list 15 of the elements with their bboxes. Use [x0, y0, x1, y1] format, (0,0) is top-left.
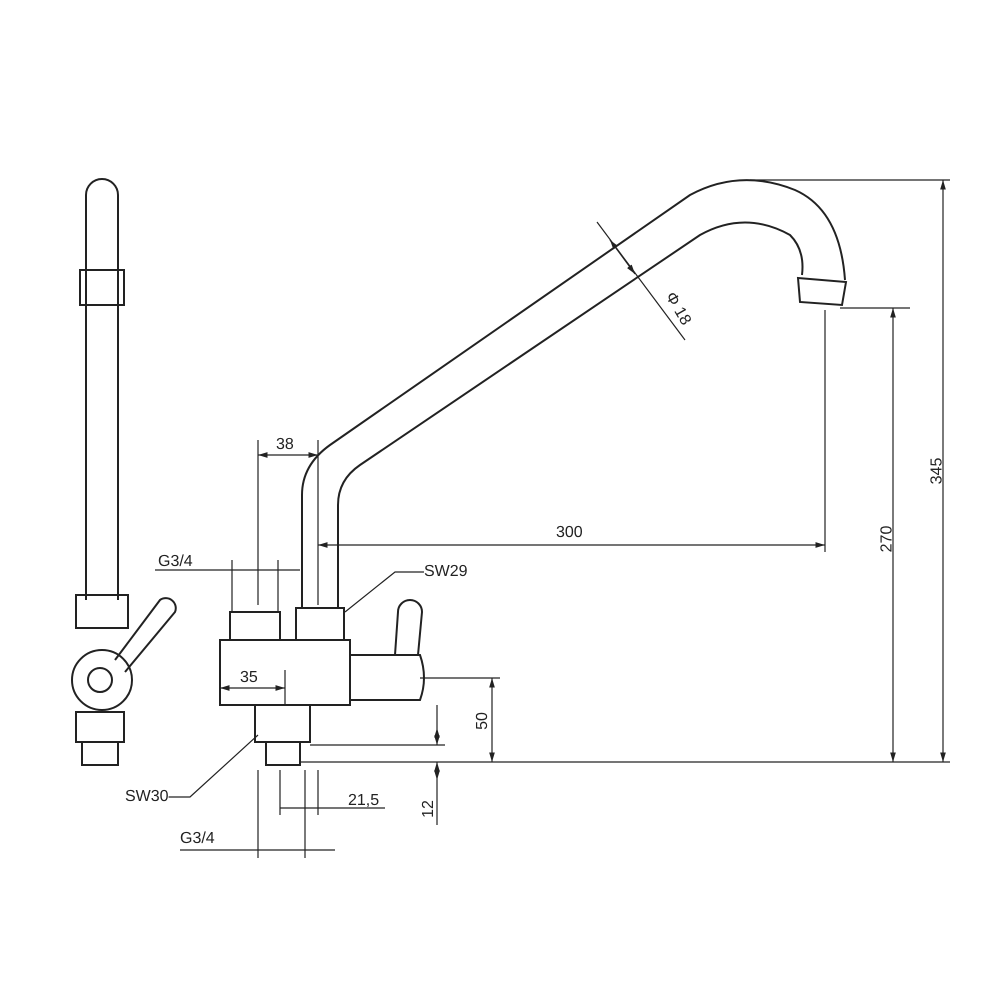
dimension-label: 300 [556, 524, 583, 542]
dimension-label: G3/4 [180, 830, 215, 848]
part-label: SW30 [125, 788, 169, 806]
dimension-label: 50 [474, 712, 492, 730]
leader-line [344, 571, 424, 612]
dimension-label: 345 [928, 458, 946, 484]
dimension-label: 12 [420, 800, 438, 818]
dimension-label: Φ 18 [660, 289, 694, 329]
dimension-label: 38 [276, 436, 294, 454]
dimension-label: G3/4 [158, 553, 193, 571]
dimension-label: 35 [240, 669, 258, 687]
dimension-label: 21,5 [348, 792, 380, 810]
dimension-label: 270 [878, 526, 896, 552]
part-label: SW29 [424, 563, 468, 581]
leader-line [168, 734, 258, 798]
